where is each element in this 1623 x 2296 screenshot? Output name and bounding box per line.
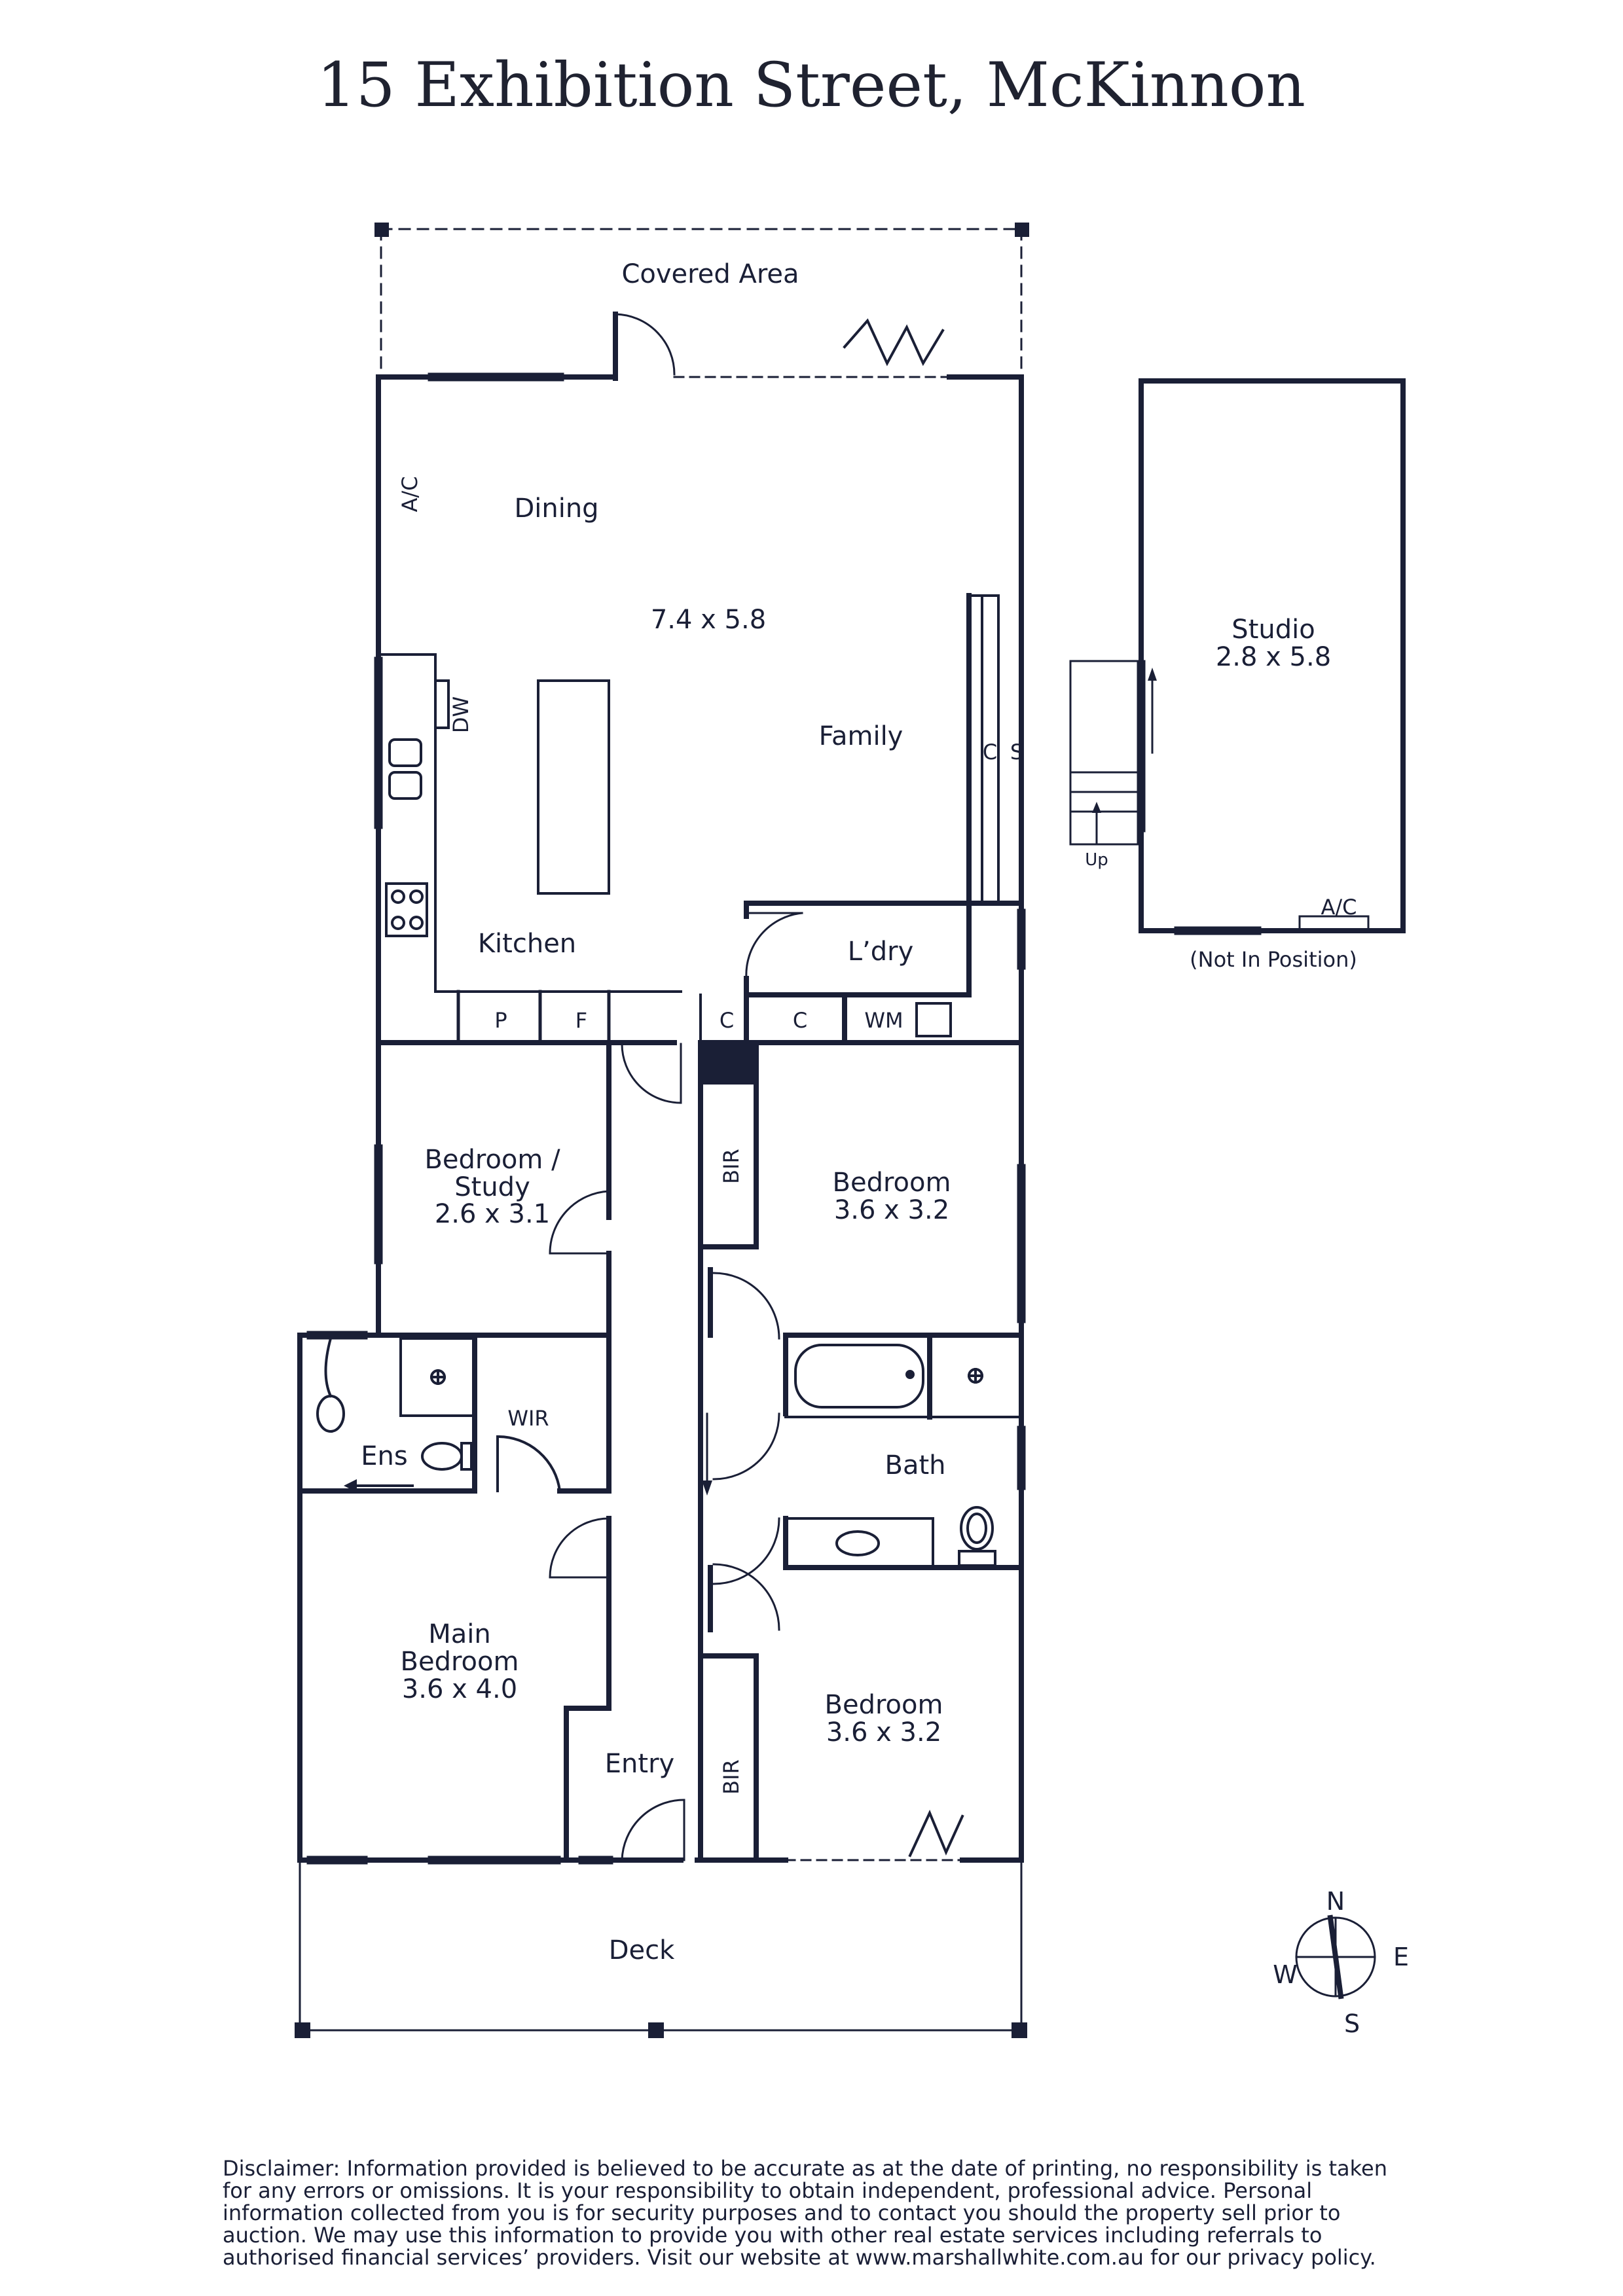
ensuite-slide-arrow bbox=[344, 1479, 414, 1492]
room-label-bedroom-3: Bedroom bbox=[825, 1690, 943, 1720]
room-label-kitchen: Kitchen bbox=[478, 929, 576, 959]
bir-label: BIR bbox=[719, 1149, 744, 1184]
room-label-deck: Deck bbox=[609, 1935, 675, 1965]
exterior-walls bbox=[297, 312, 1024, 1863]
compass-north: N bbox=[1326, 1887, 1345, 1916]
post-marker bbox=[1015, 223, 1029, 237]
post-marker bbox=[648, 2022, 664, 2038]
post-marker bbox=[295, 2022, 310, 2038]
room-label-entry: Entry bbox=[605, 1749, 674, 1779]
studio-ac-label: A/C bbox=[1321, 895, 1357, 920]
kitchen-cabinetry bbox=[380, 653, 682, 993]
chimney-block bbox=[703, 1045, 754, 1085]
post-marker bbox=[1012, 2022, 1027, 2038]
compass-icon bbox=[1295, 1914, 1376, 2000]
rear-door-swing bbox=[614, 313, 676, 376]
room-size-living: 7.4 x 5.8 bbox=[651, 605, 766, 635]
room-label-family: Family bbox=[819, 721, 903, 751]
studio-details bbox=[1069, 660, 1370, 935]
room-label-studio: Studio bbox=[1231, 615, 1315, 645]
room-label-bedroom-2: Bedroom bbox=[833, 1168, 951, 1198]
fixture-label-pantry: P bbox=[494, 1008, 507, 1033]
fixture-label-cupboard-2: C bbox=[793, 1008, 807, 1033]
bir-label-2: BIR bbox=[719, 1759, 744, 1795]
room-size-bedroom-2: 3.6 x 3.2 bbox=[834, 1195, 949, 1225]
room-label-wir: WIR bbox=[507, 1406, 549, 1431]
room-label-bedroom-study: Bedroom / bbox=[424, 1145, 560, 1175]
room-label-ensuite: Ens bbox=[361, 1441, 407, 1471]
cupboards bbox=[699, 594, 1000, 1044]
page-title: 15 Exhibition Street, McKinnon bbox=[317, 50, 1305, 121]
covered-area-outline bbox=[380, 228, 1023, 380]
door-swings bbox=[549, 912, 803, 1861]
compass-south: S bbox=[1344, 2009, 1360, 2038]
ensuite-fixtures bbox=[316, 1334, 562, 1493]
studio-walls bbox=[1139, 378, 1406, 933]
up-arrow-icon bbox=[1148, 668, 1157, 681]
up-arrow-icon bbox=[1092, 802, 1101, 813]
room-size-main-bedroom: 3.6 x 4.0 bbox=[402, 1674, 517, 1704]
room-label-covered-area: Covered Area bbox=[621, 259, 799, 289]
windows bbox=[306, 372, 1026, 1865]
room-label-main-bedroom: Main bbox=[428, 1619, 491, 1649]
fixture-label-wm: WM bbox=[864, 1008, 903, 1033]
disclaimer: Disclaimer: Information provided is beli… bbox=[223, 2156, 1387, 2270]
hallway-arrows bbox=[702, 1412, 712, 1496]
room-label-bath: Bath bbox=[885, 1450, 946, 1480]
room-label-bedroom-study-line2: Study bbox=[454, 1172, 530, 1202]
bifold-door bbox=[908, 1810, 964, 1857]
room-size-bedroom-study: 2.6 x 3.1 bbox=[435, 1199, 550, 1229]
compass-west: W bbox=[1273, 1960, 1298, 1989]
ac-label: A/C bbox=[397, 476, 422, 512]
bathroom-fixtures bbox=[784, 1334, 1023, 1569]
bifold-door bbox=[843, 318, 945, 367]
dw-label: DW bbox=[448, 696, 473, 733]
pantry-fridge bbox=[456, 990, 611, 1045]
interior-walls bbox=[297, 593, 1024, 1863]
studio-note: (Not In Position) bbox=[1190, 947, 1357, 972]
stairs-up-label: Up bbox=[1085, 850, 1108, 870]
compass-east: E bbox=[1393, 1943, 1409, 1971]
fixture-label-cupboard: C bbox=[720, 1008, 734, 1033]
room-label-laundry: L’dry bbox=[848, 937, 914, 967]
room-label-dining: Dining bbox=[514, 493, 598, 524]
post-marker bbox=[374, 223, 389, 237]
fixture-label-cupboard-short: C bbox=[983, 740, 997, 764]
room-size-bedroom-3: 3.6 x 3.2 bbox=[826, 1717, 941, 1748]
fixture-label-shelves: S bbox=[1010, 740, 1023, 764]
fixture-label-fridge: F bbox=[575, 1008, 587, 1033]
room-label-main-bedroom-line2: Bedroom bbox=[401, 1647, 519, 1677]
room-size-studio: 2.8 x 5.8 bbox=[1216, 642, 1331, 672]
